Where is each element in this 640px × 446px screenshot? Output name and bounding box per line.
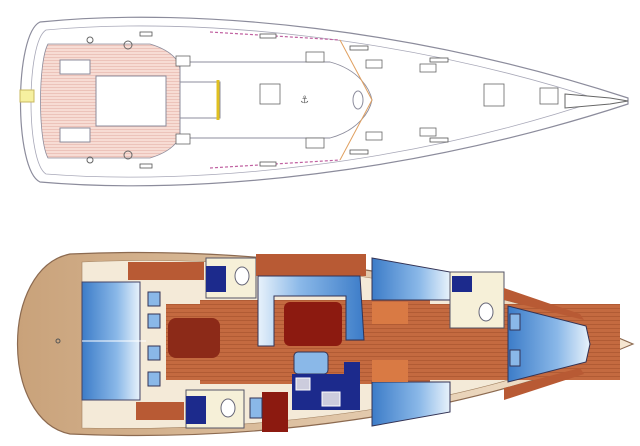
saloon-stool <box>293 351 329 375</box>
toilet-icon <box>220 398 236 418</box>
galley-counter <box>262 392 288 432</box>
cockpit-table <box>95 75 167 127</box>
aft-berth-pillows <box>147 291 161 387</box>
galley-unit <box>292 362 360 410</box>
companionway-hatch <box>179 81 221 119</box>
helm-seat-port <box>59 59 91 75</box>
bow-berth <box>507 305 591 383</box>
deck-cleats <box>139 31 449 169</box>
galley-shelf <box>249 397 263 419</box>
saloon-table <box>284 302 342 346</box>
winch-icon <box>123 40 133 50</box>
interior-layout <box>16 251 635 437</box>
shroud-lines <box>339 39 373 161</box>
bow-berth-pillows <box>509 313 521 367</box>
fwd-corridor-cabinet <box>372 360 408 382</box>
mast-symbol: ⚓ <box>300 95 309 106</box>
winch-icon <box>86 156 94 164</box>
deck-plan: ⚓ <box>19 16 629 187</box>
fwd-stbd-cabin-berth <box>371 381 451 427</box>
toilet-icon <box>234 266 250 286</box>
galley-stove <box>321 391 341 407</box>
deck-hatches <box>175 51 559 149</box>
stern-marker <box>19 89 35 103</box>
chart-seat <box>168 318 220 358</box>
toilet-icon <box>478 302 494 322</box>
locker-aft-port <box>128 262 204 280</box>
locker-aft-stbd <box>136 402 184 420</box>
fwd-head-sink <box>452 276 472 292</box>
aft-head-stbd-sink <box>186 396 206 424</box>
bow-fitting <box>564 93 629 109</box>
winch-icon <box>86 36 94 44</box>
aft-head-port-sink <box>206 266 226 292</box>
galley-sink <box>295 377 311 391</box>
fwd-port-cabin-berth <box>371 257 451 301</box>
saloon-settee <box>257 275 365 347</box>
winch-icon <box>123 150 133 160</box>
fwd-corridor-cabinet <box>372 302 408 324</box>
helm-seat-stbd <box>59 127 91 143</box>
stern-fitting <box>55 338 61 344</box>
bow-lockers-port <box>504 288 584 320</box>
saloon-cabinet-top <box>256 254 366 276</box>
bow-lockers-stbd <box>504 368 584 400</box>
mast-step <box>352 90 364 110</box>
deck-inner-outline <box>30 25 602 178</box>
